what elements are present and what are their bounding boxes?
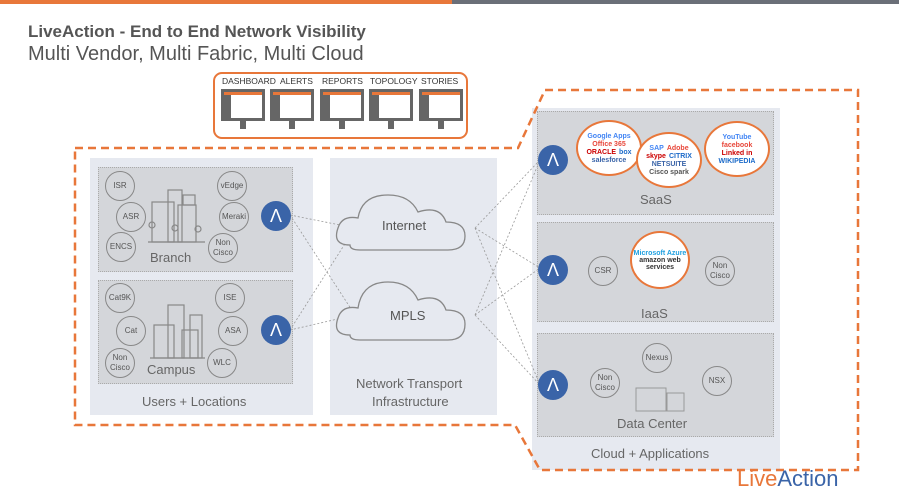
slide-title: LiveAction - End to End Network Visibili… bbox=[28, 22, 366, 41]
top-bar-orange bbox=[0, 0, 452, 4]
branch-building-icon bbox=[148, 189, 205, 243]
transport-label-2: Infrastructure bbox=[372, 394, 449, 409]
monitor-header bbox=[224, 92, 262, 95]
cloud-applications-label: Cloud + Applications bbox=[591, 446, 710, 461]
monitor-header bbox=[372, 92, 410, 95]
saas-logo: Google Apps bbox=[587, 132, 631, 140]
monitor-stand bbox=[240, 121, 246, 129]
device-nexus: Nexus bbox=[642, 343, 672, 373]
saas-logo: salesforce bbox=[591, 156, 627, 164]
device-non-cisco: Non Cisco bbox=[590, 368, 620, 398]
tool-monitor-alerts-icon[interactable] bbox=[270, 89, 314, 121]
saas-logo: CITRIX bbox=[668, 152, 692, 160]
device-non-cisco: Non Cisco bbox=[105, 348, 135, 378]
saas-logo: SAP bbox=[649, 144, 664, 152]
tool-monitor-topology-icon[interactable] bbox=[369, 89, 413, 121]
monitor-header bbox=[422, 92, 460, 95]
tool-label-topology[interactable]: TOPOLOGY bbox=[370, 76, 418, 86]
saas-logo: ORACLE bbox=[586, 148, 617, 156]
tool-monitor-dashboard-icon[interactable] bbox=[221, 89, 265, 121]
device-cat: Cat bbox=[116, 316, 146, 346]
monitor-sidebar bbox=[372, 95, 379, 118]
liveaction-node-icon[interactable]: Λ bbox=[538, 255, 568, 285]
saas-logo: Office 365 bbox=[592, 140, 626, 148]
tool-label-stories[interactable]: STORIES bbox=[421, 76, 459, 86]
tool-monitor-stories-icon[interactable] bbox=[419, 89, 463, 121]
liveaction-node-icon[interactable]: Λ bbox=[538, 370, 568, 400]
iaas-label: IaaS bbox=[641, 306, 668, 321]
cloud-internet-icon bbox=[335, 194, 466, 251]
users-locations-label: Users + Locations bbox=[142, 394, 247, 409]
tool-monitor-reports-icon[interactable] bbox=[320, 89, 364, 121]
device-asa: ASA bbox=[218, 316, 248, 346]
monitor-sidebar bbox=[224, 95, 231, 118]
campus-building-icon bbox=[150, 304, 205, 359]
saas-logo: Linked in bbox=[721, 149, 753, 157]
saas-logo: skype bbox=[646, 152, 666, 160]
tool-label-dashboard[interactable]: DASHBOARD bbox=[222, 76, 276, 86]
monitor-sidebar bbox=[323, 95, 330, 118]
monitor-header bbox=[323, 92, 361, 95]
saas-logo: Cisco spark bbox=[649, 168, 689, 176]
monitor-header bbox=[273, 92, 311, 95]
device-ise: ISE bbox=[215, 283, 245, 313]
connection-lines bbox=[289, 159, 541, 386]
device-non-cisco: Non Cisco bbox=[705, 256, 735, 286]
monitor-stand bbox=[388, 121, 394, 129]
saas-logo: WIKIPEDIA bbox=[718, 157, 756, 165]
monitor-stand bbox=[289, 121, 295, 129]
device-vedge: vEdge bbox=[217, 171, 247, 201]
top-bar-gray bbox=[452, 0, 899, 4]
visibility-boundary bbox=[73, 88, 860, 472]
branch-label: Branch bbox=[150, 250, 192, 265]
device-nsx: NSX bbox=[702, 366, 732, 396]
transport-label-1: Network Transport bbox=[356, 376, 463, 391]
liveaction-node-icon[interactable]: Λ bbox=[538, 145, 568, 175]
cloud-label-internet: Internet bbox=[382, 218, 427, 233]
monitor-sidebar bbox=[273, 95, 280, 118]
cloud-label-mpls: MPLS bbox=[390, 308, 426, 323]
device-wlc: WLC bbox=[207, 348, 237, 378]
saas-logo: YouTube bbox=[722, 133, 752, 141]
monitor-stand bbox=[339, 121, 345, 129]
datacenter-label: Data Center bbox=[617, 416, 688, 431]
liveaction-logo: LiveAction bbox=[737, 466, 839, 491]
saas-label: SaaS bbox=[640, 192, 672, 207]
cloud-mpls-icon bbox=[335, 281, 466, 341]
device-isr: ISR bbox=[105, 171, 135, 201]
device-encs: ENCS bbox=[106, 232, 136, 262]
iaas-logo: Microsoft Azure bbox=[633, 249, 687, 257]
saas-logo: NETSUITE bbox=[651, 160, 687, 168]
saas-logo: facebook bbox=[721, 141, 753, 149]
device-non-cisco: Non Cisco bbox=[208, 233, 238, 263]
liveaction-node-icon[interactable]: Λ bbox=[261, 201, 291, 231]
monitor-stand bbox=[438, 121, 444, 129]
device-asr: ASR bbox=[116, 202, 146, 232]
device-meraki: Meraki bbox=[219, 202, 249, 232]
saas-logo: Adobe bbox=[666, 144, 689, 152]
device-csr: CSR bbox=[588, 256, 618, 286]
slide-subtitle: Multi Vendor, Multi Fabric, Multi Cloud bbox=[28, 43, 364, 65]
iaas-logo: amazon web services bbox=[639, 256, 681, 271]
datacenter-rack-icon bbox=[635, 387, 685, 412]
tool-label-alerts[interactable]: ALERTS bbox=[280, 76, 313, 86]
campus-label: Campus bbox=[147, 362, 196, 377]
transport-panel bbox=[330, 158, 497, 415]
liveaction-node-icon[interactable]: Λ bbox=[261, 315, 291, 345]
saas-logo: box bbox=[619, 148, 632, 156]
device-cat9k: Cat9K bbox=[105, 283, 135, 313]
monitor-sidebar bbox=[422, 95, 429, 118]
tool-label-reports[interactable]: REPORTS bbox=[322, 76, 363, 86]
